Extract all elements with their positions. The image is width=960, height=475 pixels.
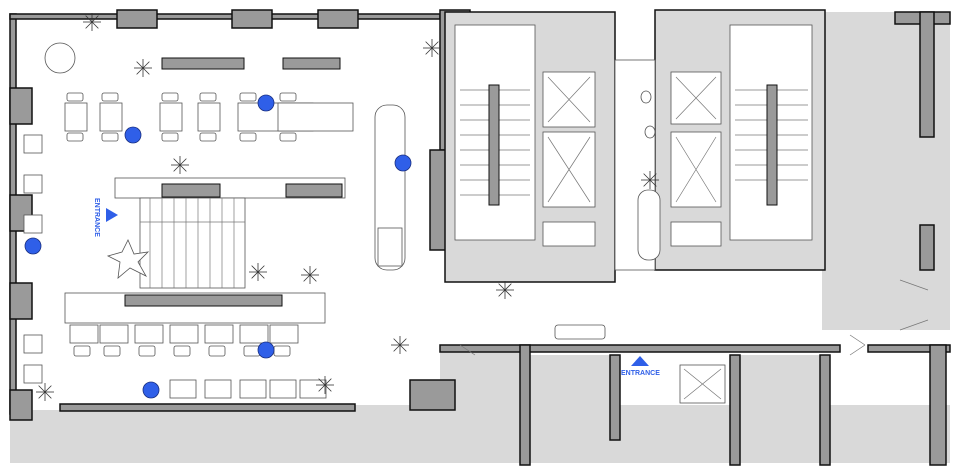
table [277,102,354,132]
chair [101,92,119,102]
entrance-left: ENTRANCE [93,198,118,237]
chair [279,132,297,142]
plant-icon [641,171,659,189]
entrance-arrow-icon [631,356,649,366]
doors [459,279,929,356]
plant-icon [134,59,152,77]
round-table [44,42,76,74]
chair [273,345,291,357]
entrance-bottom: ENTRANCE [621,356,660,377]
booth-seat [23,364,43,384]
entrance-bottom-label: ENTRANCE [621,370,660,377]
booth-seat [23,214,43,234]
person-icon [257,94,275,112]
person-icon [124,126,142,144]
chair [66,92,84,102]
chair [138,345,156,357]
core-left [444,11,616,283]
plant-icon [83,13,101,31]
table [159,102,183,132]
booth-seat [23,134,43,154]
entrance-arrow-icon [106,208,118,222]
core-right [654,9,826,271]
table [169,379,197,399]
plants [36,13,659,401]
table [299,379,327,399]
plant-icon [423,39,441,57]
table [169,324,199,344]
table [204,324,234,344]
plant-icon [171,156,189,174]
table [269,379,297,399]
table [99,324,129,344]
service-areas [10,12,950,463]
person-icon [24,237,42,255]
table [197,102,221,132]
table [134,324,164,344]
chair [66,132,84,142]
chair [199,132,217,142]
main-stair [106,197,246,289]
chair [173,345,191,357]
bottom-elevator [679,364,726,404]
table [64,102,88,132]
plant-icon [391,336,409,354]
dining-tables-bottom [23,42,327,399]
person-icon [394,154,412,172]
table [204,379,232,399]
table [69,324,99,344]
chair [161,92,179,102]
table [239,379,267,399]
table [269,324,299,344]
chair [239,132,257,142]
plant-icon [316,376,334,394]
plant-icon [36,383,54,401]
counters [64,57,606,340]
chair [243,345,261,357]
chair [101,132,119,142]
chair [103,345,121,357]
plant-icon [249,263,267,281]
chair [239,92,257,102]
booth-seat [23,174,43,194]
chair [161,132,179,142]
chair [199,92,217,102]
person-icon [257,341,275,359]
chair [279,92,297,102]
entrance-left-label: ENTRANCE [93,198,100,237]
dining-tables-top [64,92,354,142]
table [99,102,123,132]
person-icon [142,381,160,399]
restroom [614,59,661,271]
table [239,324,269,344]
people [24,94,412,399]
plant-icon [496,281,514,299]
chair [208,345,226,357]
chair [73,345,91,357]
booth-seat [23,334,43,354]
plant-icon [301,266,319,284]
